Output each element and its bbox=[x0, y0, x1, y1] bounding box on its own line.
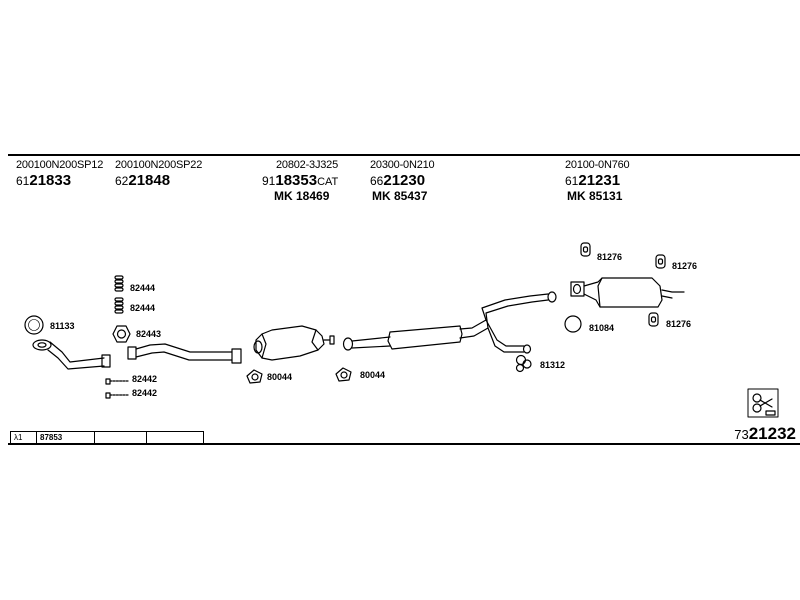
part-label-80044-a: 80044 bbox=[267, 372, 293, 382]
part-label-82443: 82443 bbox=[136, 329, 162, 339]
code-cell: 87853 bbox=[37, 432, 95, 444]
part-label-81276-c: 81276 bbox=[666, 319, 692, 329]
article-number: 6221848 bbox=[115, 172, 171, 189]
part-label-82444-bottom: 82444 bbox=[130, 303, 156, 313]
mk-number: MK 85131 bbox=[567, 189, 623, 203]
article-number: 9118353CAT bbox=[262, 172, 339, 189]
ref-group-center-muffler: 20300-0N210 6621230 MK 85437 bbox=[370, 159, 435, 203]
oe-number: 20802-3J325 bbox=[276, 159, 339, 171]
bottom-rule bbox=[8, 443, 800, 445]
article-number: 6621230 bbox=[370, 172, 426, 189]
spring-82444-top bbox=[114, 275, 124, 292]
center-muffler-part bbox=[342, 291, 557, 354]
bolt-82442-b bbox=[105, 392, 129, 399]
catalytic-converter-part bbox=[253, 325, 335, 361]
oe-number: 200100N200SP22 bbox=[115, 159, 203, 171]
rubber-mount-81312 bbox=[515, 354, 532, 373]
gasket-ring-81133 bbox=[24, 315, 44, 335]
mk-number: MK 85437 bbox=[372, 189, 428, 203]
gasket-80044-a bbox=[246, 369, 263, 384]
empty-cell bbox=[147, 432, 203, 444]
empty-cell bbox=[95, 432, 147, 444]
part-label-80044-b: 80044 bbox=[360, 370, 386, 380]
mk-number: MK 18469 bbox=[274, 189, 330, 203]
hanger-81276-a bbox=[580, 242, 591, 257]
article-number: 6121833 bbox=[16, 172, 72, 189]
part-label-81276-a: 81276 bbox=[597, 252, 623, 262]
intermediate-pipe-part bbox=[127, 343, 242, 364]
top-rule bbox=[8, 154, 800, 156]
part-label-82442-a: 82442 bbox=[132, 374, 158, 384]
part-label-81276-b: 81276 bbox=[672, 261, 698, 271]
gasket-82443 bbox=[112, 325, 131, 343]
part-label-82444-top: 82444 bbox=[130, 283, 156, 293]
front-pipe-part bbox=[32, 339, 111, 370]
lambda-cell: λ1 bbox=[11, 432, 37, 444]
hanger-81276-b bbox=[655, 254, 666, 269]
spring-82444-bottom bbox=[114, 297, 124, 314]
oe-number: 20100-0N760 bbox=[565, 159, 630, 171]
bolt-82442-a bbox=[105, 378, 129, 385]
rear-muffler-part bbox=[570, 277, 685, 308]
ref-group-front-pipe: 200100N200SP12 6121833 bbox=[16, 159, 104, 189]
oe-number: 200100N200SP12 bbox=[16, 159, 104, 171]
article-number: 6121231 bbox=[565, 172, 621, 189]
part-label-81312: 81312 bbox=[540, 360, 566, 370]
ref-group-catalyst: 20802-3J325 9118353CAT MK 18469 bbox=[262, 159, 339, 203]
gasket-ring-81084 bbox=[564, 315, 582, 333]
mounting-kit-icon bbox=[747, 388, 779, 418]
part-label-82442-b: 82442 bbox=[132, 388, 158, 398]
oe-number: 20300-0N210 bbox=[370, 159, 435, 171]
ref-group-rear-muffler: 20100-0N760 6121231 MK 85131 bbox=[565, 159, 630, 203]
ref-group-intermediate-pipe: 200100N200SP22 6221848 bbox=[115, 159, 203, 189]
part-label-81084: 81084 bbox=[589, 323, 615, 333]
diagram-number: 7321232 bbox=[734, 424, 796, 443]
gasket-80044-b bbox=[335, 367, 352, 382]
part-label-81133: 81133 bbox=[50, 321, 75, 331]
info-bar: λ1 87853 bbox=[10, 431, 204, 444]
hanger-81276-c bbox=[648, 312, 659, 327]
